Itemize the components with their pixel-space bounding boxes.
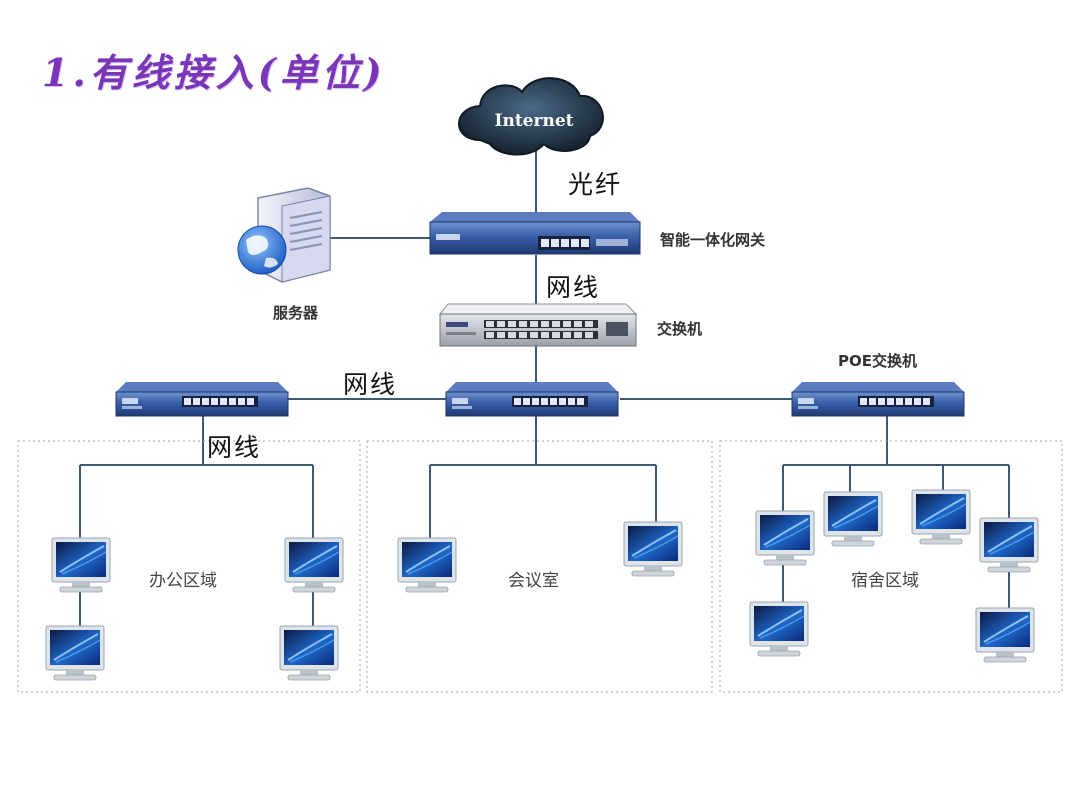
poe-switch-label: POE交换机	[838, 352, 917, 370]
office-pc-icon	[51, 537, 111, 593]
dorm-pc-icon	[911, 489, 971, 545]
meeting-area-box	[366, 440, 713, 693]
office-pc-icon	[284, 537, 344, 593]
office-switch-icon	[115, 381, 289, 417]
area-boundaries	[17, 440, 1063, 693]
dorm-pc-icon	[823, 491, 883, 547]
dorm-pc-icon	[975, 607, 1035, 663]
meeting-switch-icon	[445, 381, 619, 417]
poe-switch-icon	[791, 381, 965, 417]
dorm-pc-icon	[749, 601, 809, 657]
office-area-box	[17, 440, 361, 693]
meeting-pc-icon	[623, 521, 683, 577]
page-title: 1.有线接入(单位)	[42, 50, 386, 95]
dorm-pc-icon	[979, 517, 1039, 573]
meeting-area-label: 会议室	[508, 571, 559, 591]
dorm-pc-icon	[755, 510, 815, 566]
server-label: 服务器	[273, 304, 319, 322]
meeting-pc-icon	[397, 537, 457, 593]
gateway-label: 智能一体化网关	[660, 231, 766, 249]
core-switch-label: 交换机	[657, 320, 703, 338]
internet-label: Internet	[495, 111, 574, 131]
office-area-label: 办公区域	[149, 571, 217, 591]
fiber-label: 光纤	[568, 170, 623, 199]
cable-label-office: 网线	[207, 433, 262, 462]
dorm-area-label: 宿舍区域	[851, 571, 919, 591]
office-pc-icon	[45, 625, 105, 681]
dorm-area-box	[719, 440, 1063, 693]
core-switch-icon	[438, 303, 638, 347]
gateway-device-icon	[429, 212, 641, 255]
cable-label-switches: 网线	[343, 370, 398, 399]
internet-cloud-icon: Internet	[458, 77, 604, 156]
office-pc-icon	[279, 625, 339, 681]
server-icon	[237, 187, 331, 283]
cable-label-gateway-switch: 网线	[546, 273, 601, 302]
